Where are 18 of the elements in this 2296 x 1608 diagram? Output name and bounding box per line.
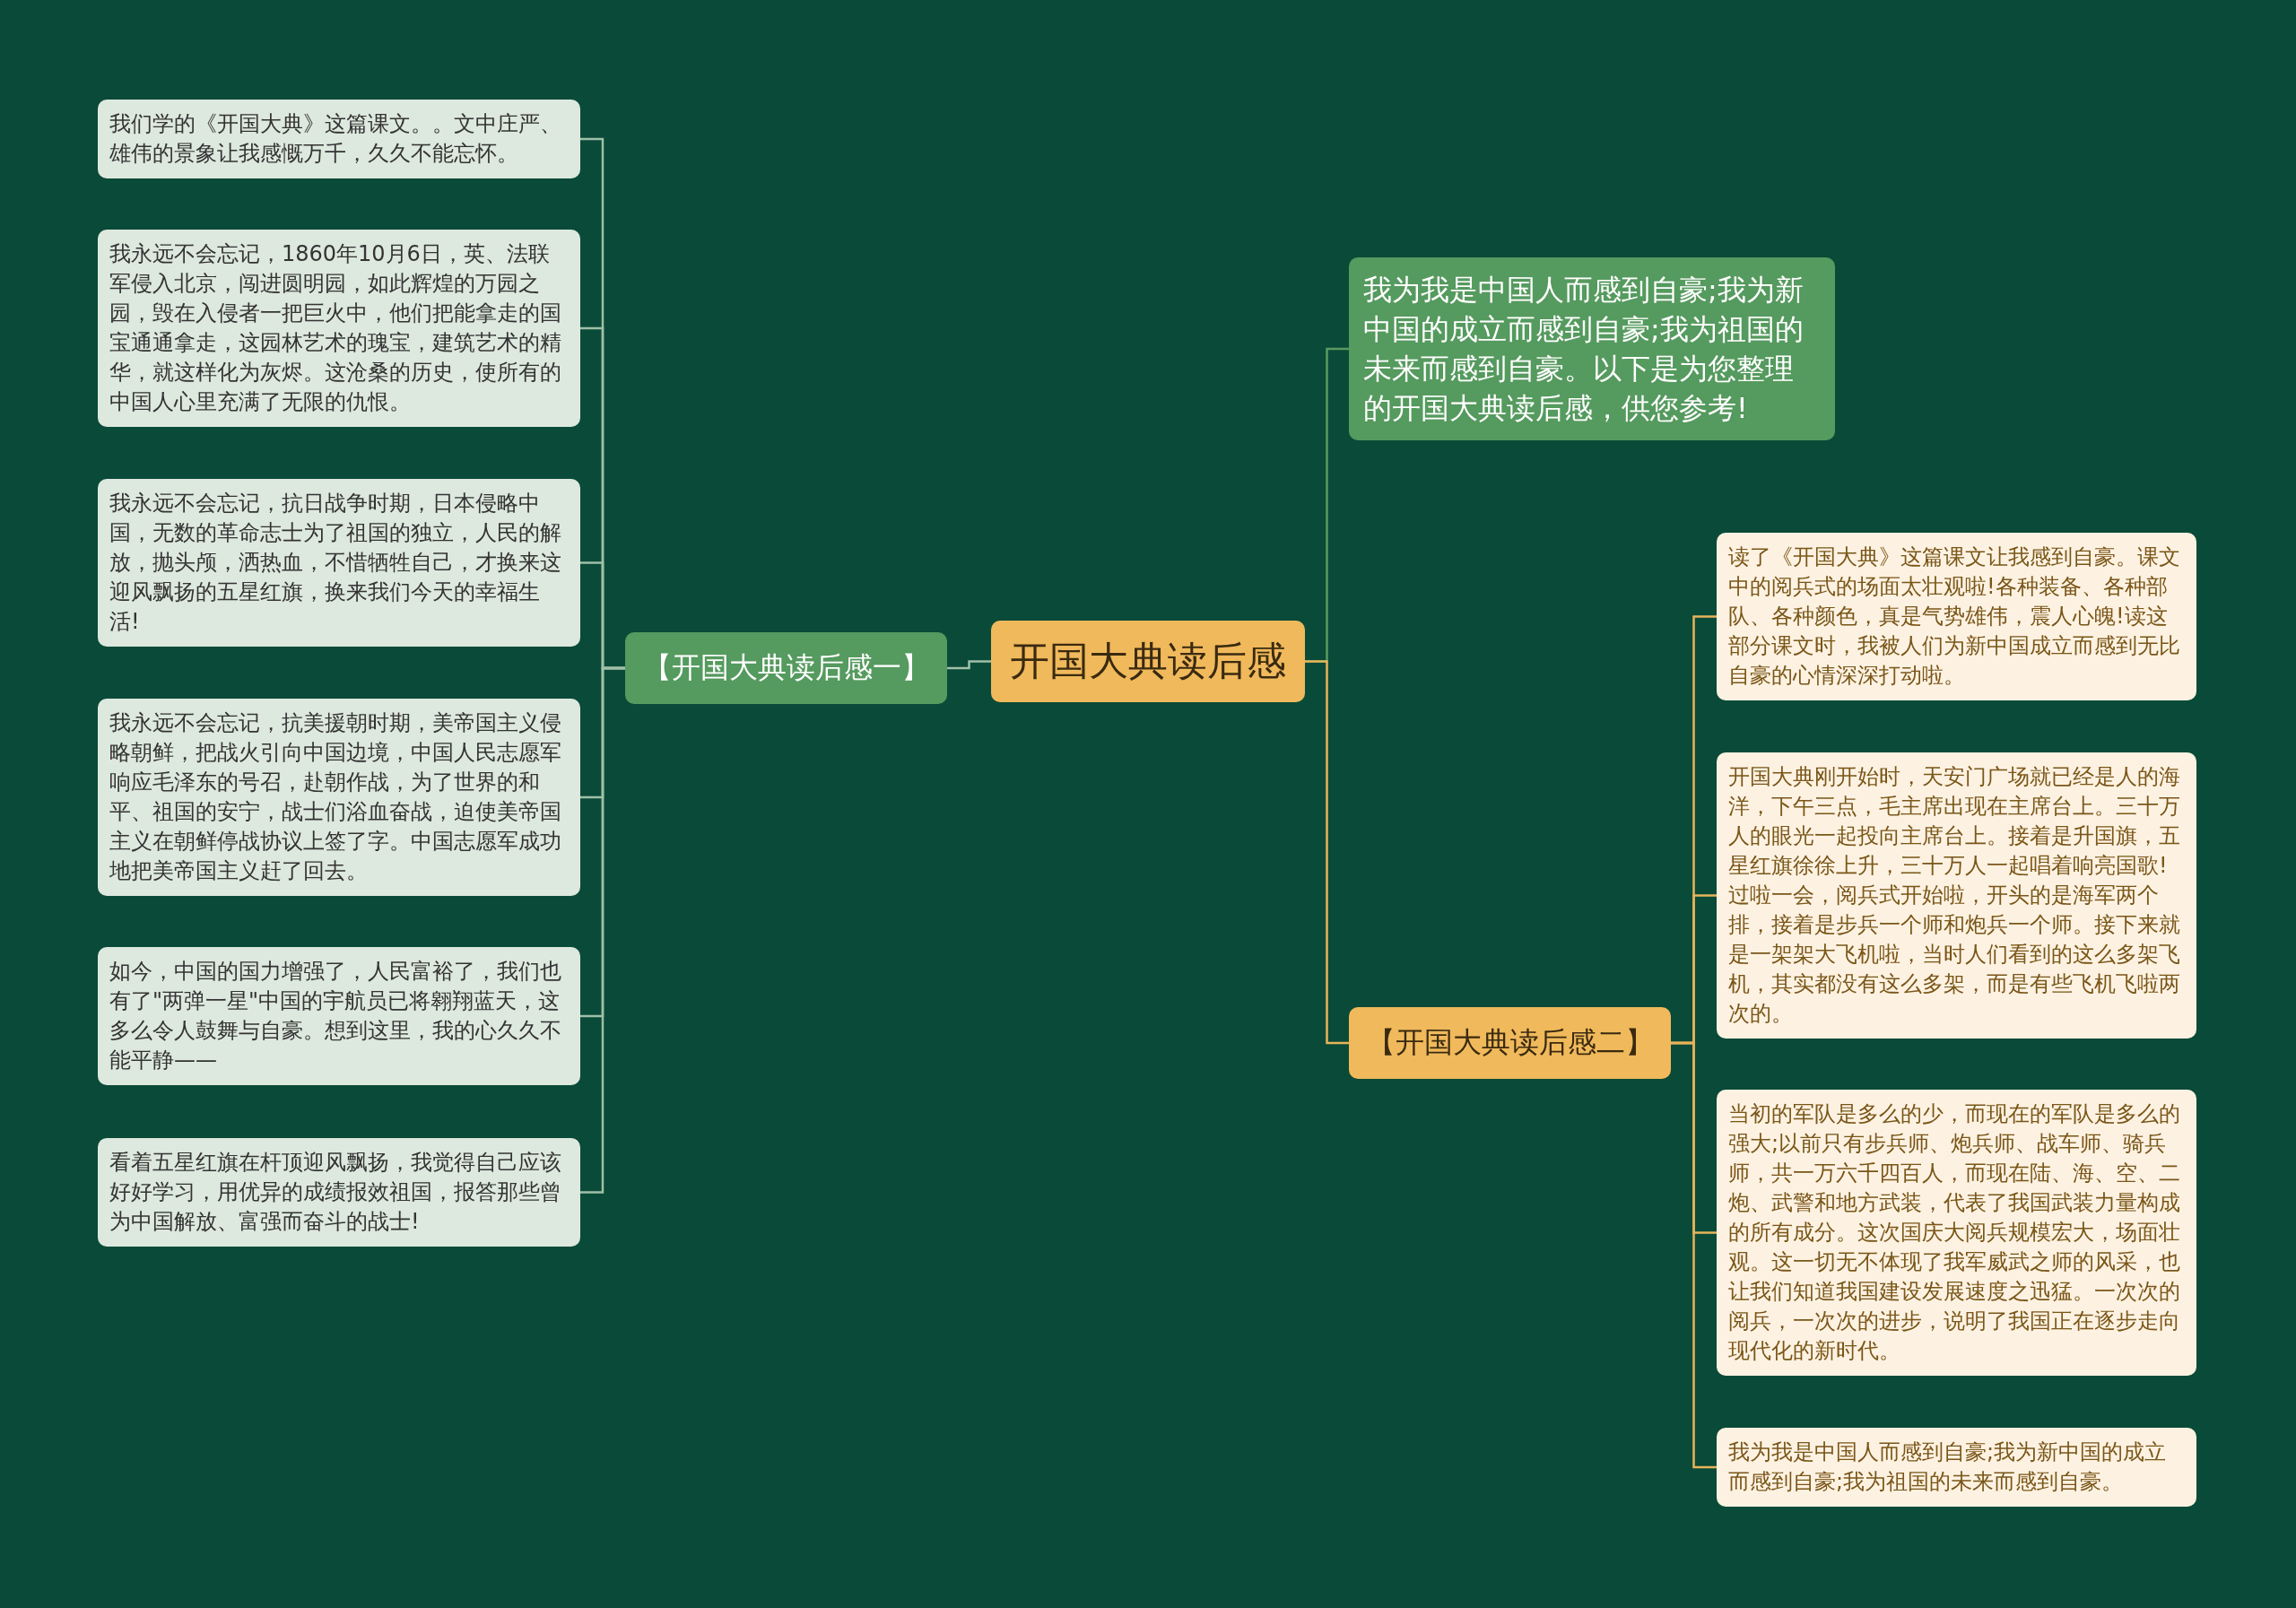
text-card: 我为我是中国人而感到自豪;我为新中国的成立而感到自豪;我为祖国的未来而感到自豪。 [1717, 1428, 2196, 1507]
connector-line [1305, 660, 1349, 1045]
text-card: 开国大典刚开始时，天安门广场就已经是人的海洋，下午三点，毛主席出现在主席台上。三十万人的眼光一起投向主席台上。接着是升国旗，五星红旗徐徐上升，三十万人一起唱着响亮国歌!过啦一会，阅兵式开始啦，开头的是海军两个排，接着是步兵一个师和炮兵一个师。接下来就是一架架大飞机啦，当时人们看到的这么多架飞机，其实都没有这么多架，而是有些飞机飞啦两次的。 [1717, 752, 2196, 1039]
intro-card: 我为我是中国人而感到自豪;我为新中国的成立而感到自豪;我为祖国的未来而感到自豪。以下是为您整理的开国大典读后感，供您参考! [1349, 257, 1835, 440]
text-card: 我永远不会忘记，抗日战争时期，日本侵略中国，无数的革命志士为了祖国的独立，人民的解放，抛头颅，洒热血，不惜牺牲自己，才换来这迎风飘扬的五星红旗，换来我们今天的幸福生活! [98, 479, 580, 647]
connector-line [1671, 1041, 1717, 1469]
text-card: 我永远不会忘记，抗美援朝时期，美帝国主义侵略朝鲜，把战火引向中国边境，中国人民志愿军响应毛泽东的号召，赴朝作战，为了世界的和平、祖国的安宁，战士们浴血奋战，迫使美帝国主义在朝鲜停战协议上签了字。中国志愿军成功地把美帝国主义赶了回去。 [98, 699, 580, 896]
text-card: 我永远不会忘记，1860年10月6日，英、法联军侵入北京，闯进圆明园，如此辉煌的万园之园，毁在入侵者一把巨火中，他们把能拿走的国宝通通拿走，这园林艺术的瑰宝，建筑艺术的精华，就这样化为灰烬。这沧桑的历史，使所有的中国人心里充满了无限的仇恨。 [98, 230, 580, 427]
root-topic-box: 开国大典读后感 [991, 621, 1305, 702]
text-card: 看着五星红旗在杆顶迎风飘扬，我觉得自己应该好好学习，用优异的成绩报效祖国，报答那些曾为中国解放、富强而奋斗的战士! [98, 1138, 580, 1247]
text-card: 当初的军队是多么的少，而现在的军队是多么的强大;以前只有步兵师、炮兵师、战车师、骑兵师，共一万六千四百人，而现在陆、海、空、二炮、武警和地方武装，代表了我国武装力量构成的所有成分。这次国庆大阅兵规模宏大，场面壮观。这一切无不体现了我军威武之师的风采，也让我们知道我国建设发展速度之迅猛。一次次的阅兵，一次次的进步，说明了我国正在逐步走向现代化的新时代。 [1717, 1090, 2196, 1376]
branch-topic-box: 【开国大典读后感二】 [1349, 1007, 1671, 1079]
connector-line [947, 660, 991, 670]
connector-line [580, 666, 625, 1194]
text-card: 我们学的《开国大典》这篇课文。。文中庄严、雄伟的景象让我感慨万千，久久不能忘怀。 [98, 100, 580, 178]
branch-topic-box: 【开国大典读后感一】 [625, 632, 947, 704]
text-card: 如今，中国的国力增强了，人民富裕了，我们也有了"两弹一星"中国的宇航员已将翱翔蓝天，这多么令人鼓舞与自豪。想到这里，我的心久久不能平静—— [98, 947, 580, 1085]
text-card: 读了《开国大典》这篇课文让我感到自豪。课文中的阅兵式的场面太壮观啦!各种装备、各种部队、各种颜色，真是气势雄伟，震人心魄!读这部分课文时，我被人们为新中国成立而感到无比自豪的心情深深打动啦。 [1717, 533, 2196, 700]
